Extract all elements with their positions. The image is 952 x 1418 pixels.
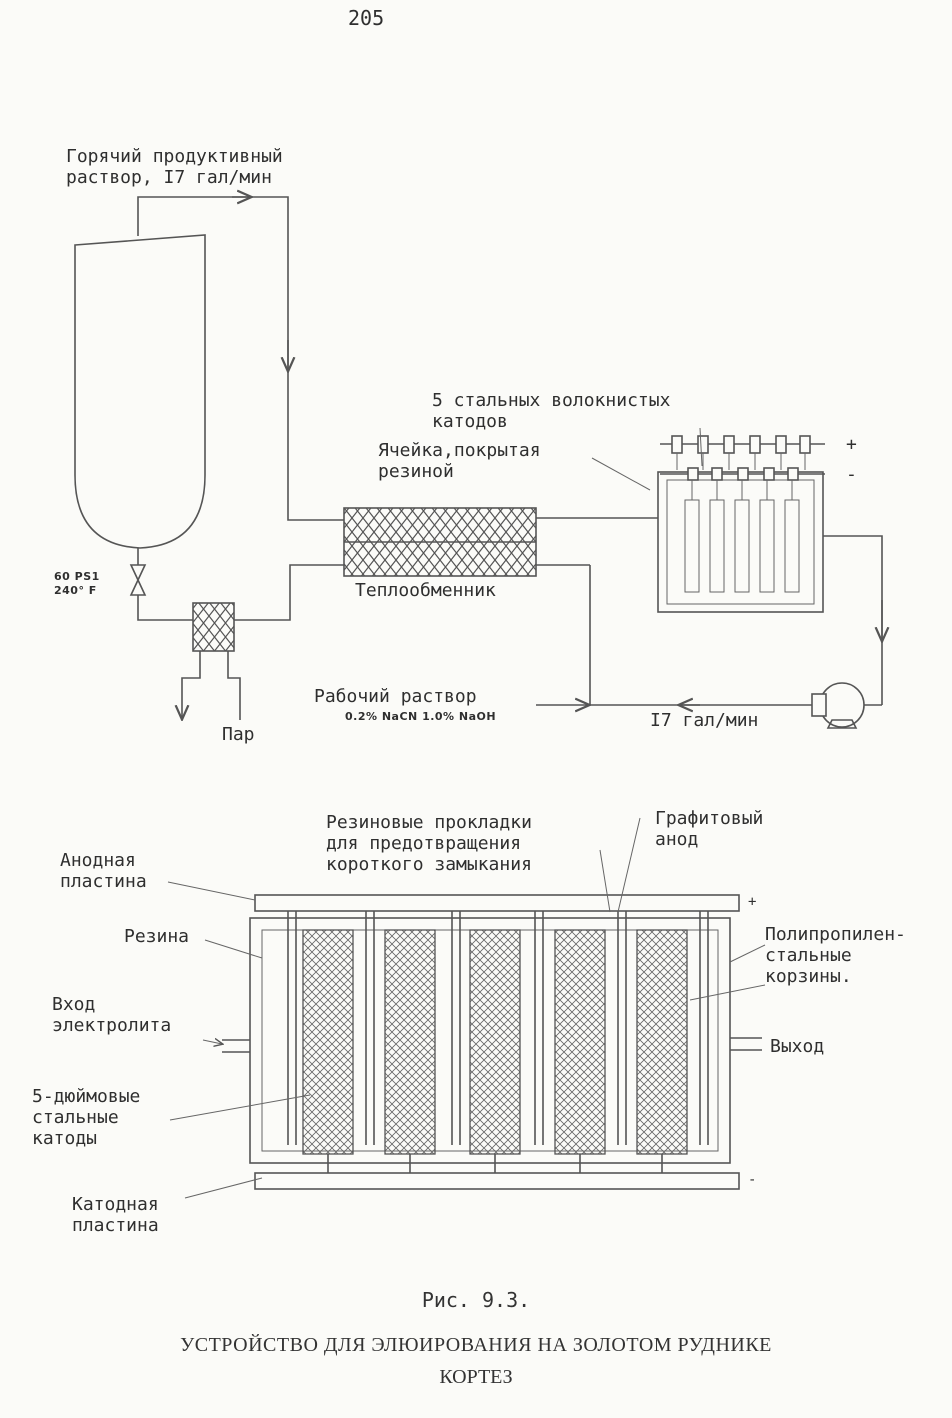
working-solution-composition: 0.2% NaCN 1.0% NaOH bbox=[345, 710, 497, 723]
cathode-plate bbox=[254, 1172, 740, 1190]
cell-label: Ячейка,покрытая резиной bbox=[378, 440, 541, 482]
inlet-pipe bbox=[222, 1039, 250, 1053]
working-solution-label: Рабочий раствор bbox=[314, 686, 477, 707]
anode-set bbox=[287, 911, 709, 1145]
anode-plate bbox=[254, 894, 740, 912]
baskets-label: Полипропилен- стальные корзины. bbox=[765, 924, 906, 987]
cell-outlet-pipe bbox=[823, 535, 883, 705]
cathode-plate-label: Катодная пластина bbox=[72, 1194, 159, 1236]
flow-rate-label: I7 гал/мин bbox=[650, 710, 759, 731]
valve bbox=[129, 564, 147, 596]
bottom-plus-sign: + bbox=[748, 894, 757, 910]
heat-return-pipe bbox=[234, 564, 344, 621]
rubber-gaskets-label: Резиновые прокладки для предотвращения к… bbox=[326, 812, 532, 875]
cathode-set bbox=[671, 435, 811, 593]
bottom-minus-sign: - bbox=[748, 1172, 757, 1188]
basket-set bbox=[302, 929, 688, 1155]
figure-number: Рис. 9.3. bbox=[421, 1288, 531, 1312]
figure-title-line1: УСТРОЙСТВО ДЛЯ ЭЛЮИРОВАНИЯ НА ЗОЛОТОМ РУ… bbox=[180, 1334, 772, 1356]
steam-label: Пар bbox=[222, 724, 255, 745]
electrolytic-cell bbox=[657, 435, 825, 613]
cell-minus-sign: - bbox=[846, 464, 857, 485]
cathodes-inch-label: 5-дюймовые стальные катоды bbox=[32, 1086, 141, 1149]
pump bbox=[811, 682, 882, 729]
cathodes-label: 5 стальных волокнистых катодов bbox=[432, 390, 671, 432]
hot-solution-label: Горячий продуктивный раствор, I7 гал/мин bbox=[66, 146, 283, 188]
heat-exchanger-label: Теплообменник bbox=[355, 580, 496, 601]
steam-heater bbox=[192, 602, 235, 652]
hot-solution-pipe bbox=[137, 196, 344, 521]
outlet-pipe bbox=[730, 1037, 762, 1051]
cell-plus-sign: + bbox=[846, 434, 857, 455]
outlet-label: Выход bbox=[770, 1036, 825, 1057]
pressure-label: 60 PS1 240° F bbox=[54, 570, 100, 597]
page-number: 205 bbox=[348, 6, 385, 30]
anode-plate-label: Анодная пластина bbox=[60, 850, 147, 892]
rubber-label: Резина bbox=[124, 926, 190, 947]
electrolyte-inlet-label: Вход электролита bbox=[52, 994, 172, 1036]
figure-title-line2: КОРТЕЗ bbox=[439, 1366, 513, 1388]
working-solution-pipe bbox=[589, 565, 812, 706]
elution-column bbox=[74, 234, 206, 549]
graphite-anode-label: Графитовый анод bbox=[655, 808, 764, 850]
